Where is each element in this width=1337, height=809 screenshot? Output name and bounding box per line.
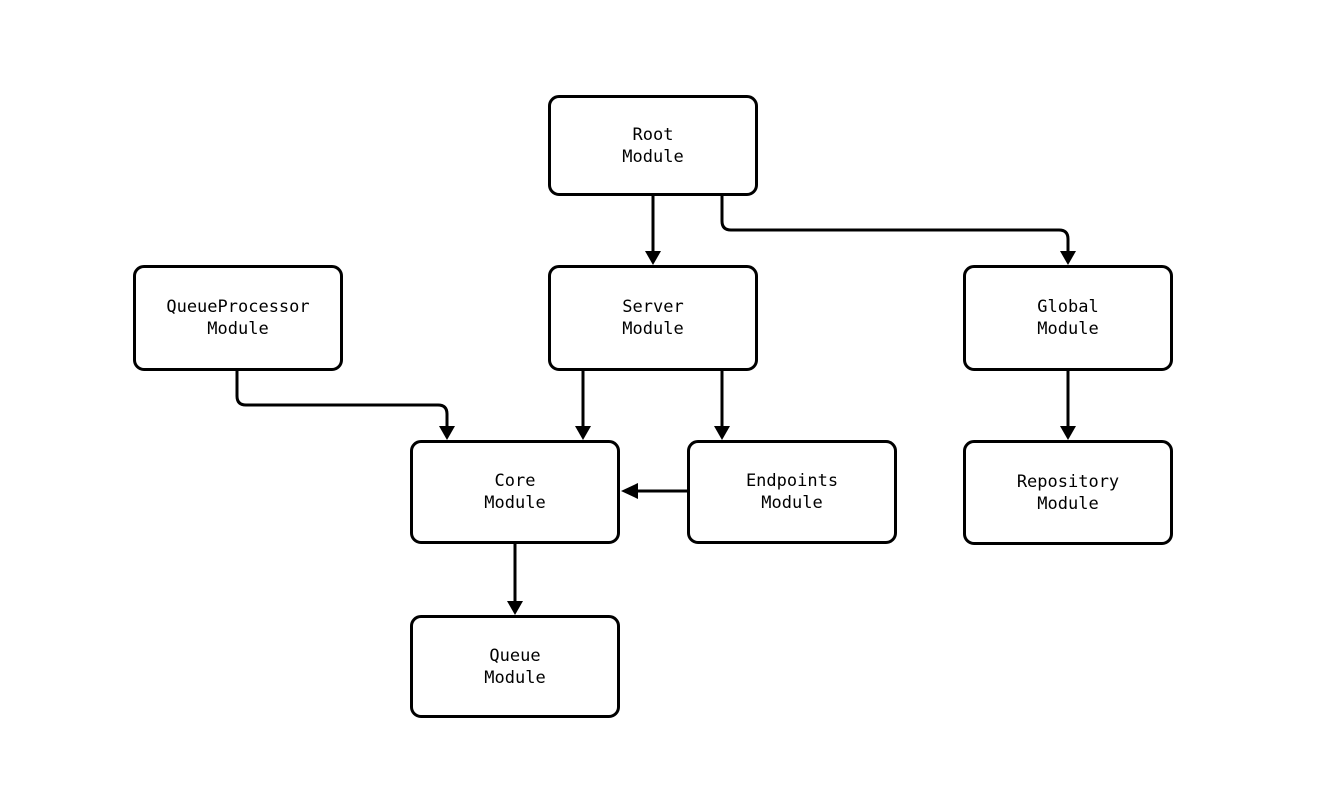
edge-root-global <box>720 196 1070 252</box>
node-core-module-label-1: Core <box>494 471 536 491</box>
arrowhead-global-repository <box>1060 426 1076 440</box>
node-queue-module-label-1: Queue <box>489 645 541 666</box>
node-queue-module[interactable]: Queue Module <box>410 615 620 718</box>
node-root-module-label-2: Module <box>622 146 684 167</box>
node-server-module-label-1: Server <box>622 297 684 317</box>
arrowhead-queueprocessor-core <box>439 426 455 440</box>
arrowhead-root-server <box>645 251 661 265</box>
node-global-module[interactable]: Global Module <box>963 265 1173 371</box>
arrowhead-root-global <box>1060 251 1076 265</box>
node-core-module-label-2: Module <box>484 493 546 513</box>
node-endpoints-module[interactable]: Endpoints Module <box>687 440 897 544</box>
node-endpoints-module-label-1: Endpoints <box>745 471 839 491</box>
node-queue-module-label-2: Module <box>484 667 546 688</box>
edge-queueprocessor-core <box>235 371 449 427</box>
arrowhead-server-endpoints <box>714 426 730 440</box>
node-repository-module[interactable]: Repository Module <box>963 440 1173 545</box>
node-global-module-label-1: Global <box>1037 297 1099 317</box>
arrowhead-server-core <box>575 426 591 440</box>
node-endpoints-module-label-2: Module <box>761 493 823 513</box>
node-root-module[interactable]: Root Module <box>548 95 758 196</box>
node-global-module-label-2: Module <box>1037 319 1099 339</box>
node-queueprocessor-module-label-1: QueueProcessor <box>166 297 310 317</box>
arrowhead-core-queue <box>507 601 523 615</box>
node-core-module[interactable]: Core Module <box>410 440 620 544</box>
arrowhead-endpoints-core <box>621 483 638 499</box>
node-queueprocessor-module-label-2: Module <box>207 319 269 339</box>
node-server-module-label-2: Module <box>622 319 684 339</box>
node-server-module[interactable]: Server Module <box>548 265 758 371</box>
node-root-module-label-1: Root <box>632 124 674 145</box>
node-queueprocessor-module[interactable]: QueueProcessor Module <box>133 265 343 371</box>
node-repository-module-label-2: Module <box>1037 493 1099 514</box>
node-repository-module-label-1: Repository <box>1016 471 1120 492</box>
